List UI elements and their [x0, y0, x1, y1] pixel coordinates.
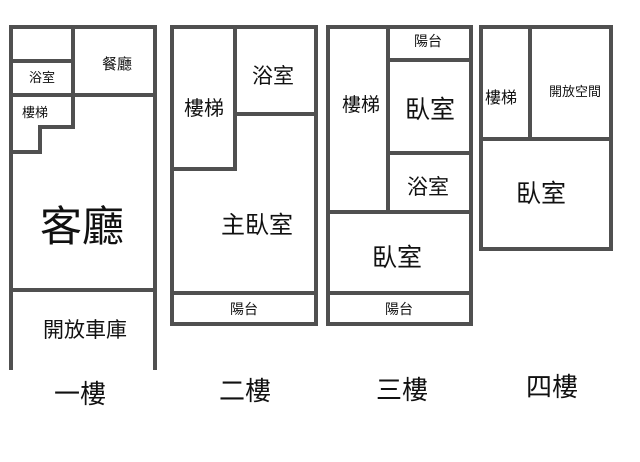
floor-caption-3: 三樓: [376, 376, 428, 406]
floor-1: 餐廳 浴室 樓梯 客廳 開放車庫 一樓: [9, 25, 157, 410]
room-label-bathroom: 浴室: [29, 70, 55, 86]
room-label-stairs: 樓梯: [485, 88, 517, 107]
room-label-bedroom: 臥室: [372, 243, 422, 272]
floor-caption-2: 二樓: [219, 377, 271, 407]
floor-2-walls: [170, 25, 318, 326]
room-label-master-bedroom: 主臥室: [221, 211, 293, 239]
room-label-dining: 餐廳: [102, 55, 132, 73]
floor-4: 樓梯 開放空間 臥室 四樓: [479, 25, 613, 403]
floor-caption-4: 四樓: [526, 373, 578, 403]
room-label-bedroom: 臥室: [516, 179, 566, 208]
room-label-bathroom: 浴室: [252, 64, 294, 88]
floor-1-walls: [9, 25, 157, 370]
room-label-balcony: 陽台: [230, 302, 258, 318]
room-label-living-room: 客廳: [40, 202, 124, 251]
floor-caption-1: 一樓: [54, 380, 106, 410]
room-label-bedroom-small: 臥室: [405, 95, 455, 124]
floor-4-walls: [479, 25, 613, 251]
room-label-stairs: 樓梯: [184, 96, 224, 120]
room-label-balcony-bottom: 陽台: [385, 302, 413, 318]
room-label-balcony-top: 陽台: [414, 34, 442, 50]
room-label-open-space: 開放空間: [549, 85, 601, 100]
room-label-open-garage: 開放車庫: [43, 318, 127, 342]
floor-3: 陽台 樓梯 臥室 浴室 臥室 陽台 三樓: [326, 25, 473, 406]
room-label-stairs: 樓梯: [342, 94, 380, 116]
room-label-bathroom: 浴室: [407, 175, 449, 199]
floor-3-walls: [326, 25, 473, 326]
floor-2: 樓梯 浴室 主臥室 陽台 二樓: [170, 25, 318, 407]
room-label-stairs: 樓梯: [22, 106, 48, 121]
